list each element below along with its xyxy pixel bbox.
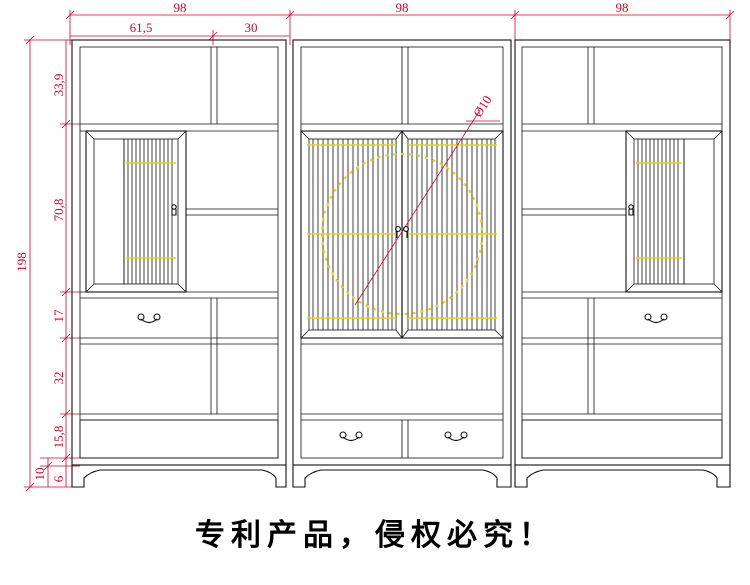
dim-h-6: 10 — [32, 468, 47, 481]
dim-h-1: 33,9 — [51, 74, 66, 97]
door-slats-right — [637, 139, 679, 284]
diameter-line — [354, 109, 481, 306]
dim-h-4: 32 — [51, 372, 66, 385]
door-knob-icon — [395, 226, 401, 232]
dim-h-7: 6 — [51, 475, 66, 482]
dim-top-2: 98 — [396, 0, 409, 15]
patent-notice: 专利产品，侵权必究！ — [195, 518, 555, 553]
dim-h-5: 15,8 — [51, 426, 66, 449]
dimension-lines — [24, 10, 735, 492]
dim-total-height: 198 — [14, 252, 29, 272]
dim-top-1: 98 — [174, 0, 187, 15]
dim-top-1a: 61,5 — [130, 20, 153, 35]
dim-h-2: 70,8 — [51, 199, 66, 222]
door-knob-icon — [171, 204, 177, 210]
dim-top-3: 98 — [616, 0, 629, 15]
dimension-labels: 98 61,5 30 98 98 198 33,9 70,8 17 32 15,… — [14, 0, 629, 482]
dim-diameter: Ø10 — [470, 93, 495, 120]
dim-top-1b: 30 — [245, 20, 258, 35]
door-slats-left — [127, 139, 173, 284]
door-knob-icon — [628, 204, 634, 210]
cabinet-left — [79, 47, 279, 459]
cabinet-right — [521, 47, 723, 459]
dim-h-3: 17 — [51, 309, 66, 323]
cabinet-center: Ø10 — [300, 47, 504, 458]
